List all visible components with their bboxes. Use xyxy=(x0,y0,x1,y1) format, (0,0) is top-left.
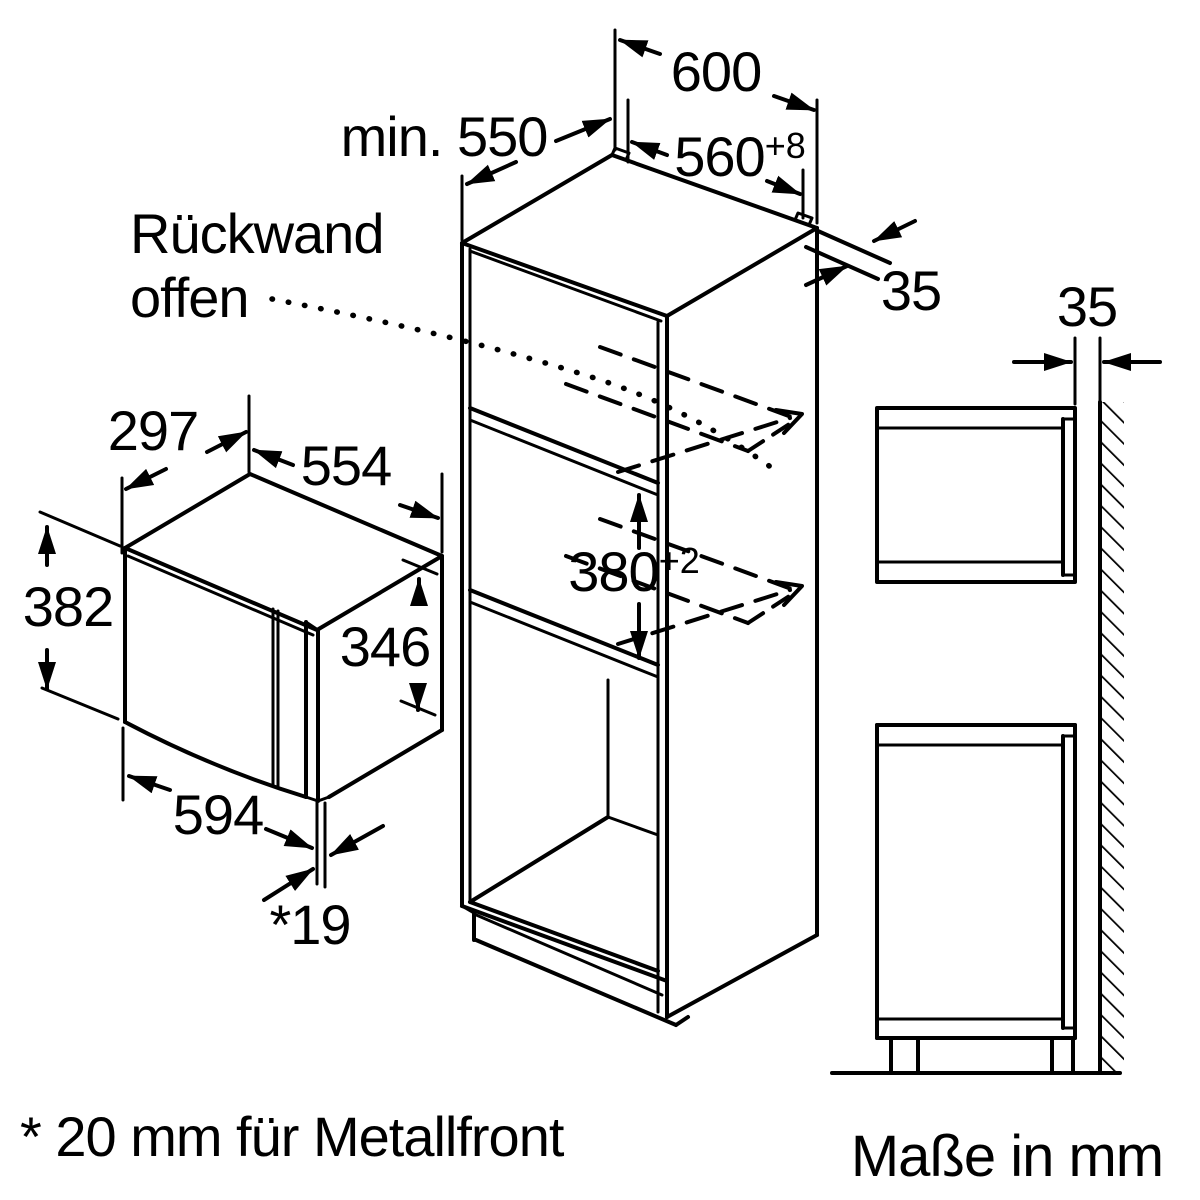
dim-297 xyxy=(120,394,251,555)
dim-label-cabinet-width: 600 xyxy=(670,40,762,103)
metal-front-footnote: * 20 mm für Metallfront xyxy=(20,1105,564,1168)
niche-height-tolerance: +2 xyxy=(658,540,700,581)
dotted-leader-line xyxy=(269,296,775,471)
dim-label-appliance-width: 594 xyxy=(172,783,264,846)
dashed-shelf-removal xyxy=(564,345,804,646)
units-note: Maße in mm xyxy=(850,1124,1164,1189)
dashed-shelf-lower xyxy=(564,517,804,646)
dim-label-appliance-top-width: 554 xyxy=(300,434,392,497)
dim-594 xyxy=(121,726,314,850)
dim-label-niche-height: 380+2 xyxy=(568,543,699,600)
back-panel-note-line2: offen xyxy=(130,265,250,329)
cabinet-legs xyxy=(889,1036,1075,1075)
dim-label-appliance-depth: 297 xyxy=(107,399,199,462)
dim-35-wall-gap xyxy=(1012,336,1162,406)
dim-min550 xyxy=(460,117,612,242)
dim-19 xyxy=(262,798,385,902)
dimension-lines xyxy=(38,28,1162,902)
back-panel-note: Rückwand offen xyxy=(130,202,384,330)
dim-label-top-panel: 35 xyxy=(880,259,942,322)
tall-cabinet-isometric xyxy=(460,146,819,1027)
dim-382 xyxy=(38,510,122,721)
niche-height-value: 380 xyxy=(568,540,659,603)
dim-554 xyxy=(252,448,444,554)
dim-label-body-height: 346 xyxy=(339,615,431,678)
dim-label-cabinet-depth: min. 550 xyxy=(340,105,549,168)
microwave-isometric xyxy=(123,472,444,803)
wall-section xyxy=(830,400,1124,1075)
dim-346 xyxy=(399,558,439,717)
dim-600 xyxy=(613,28,819,225)
niche-width-value: 560 xyxy=(674,125,765,188)
cabinet-side-view xyxy=(875,406,1077,1075)
dim-label-door-protrusion: *19 xyxy=(269,893,351,956)
dim-label-wall-gap: 35 xyxy=(1056,275,1118,338)
dim-label-appliance-height: 382 xyxy=(22,575,114,638)
back-panel-note-line1: Rückwand xyxy=(130,202,384,265)
niche-width-tolerance: +8 xyxy=(764,125,806,166)
wall-hatching xyxy=(1100,402,1124,1073)
dashed-shelf-upper xyxy=(564,345,804,474)
dim-35-top xyxy=(804,219,917,287)
dim-label-niche-width: 560+8 xyxy=(674,128,805,185)
dim-560 xyxy=(626,98,805,220)
